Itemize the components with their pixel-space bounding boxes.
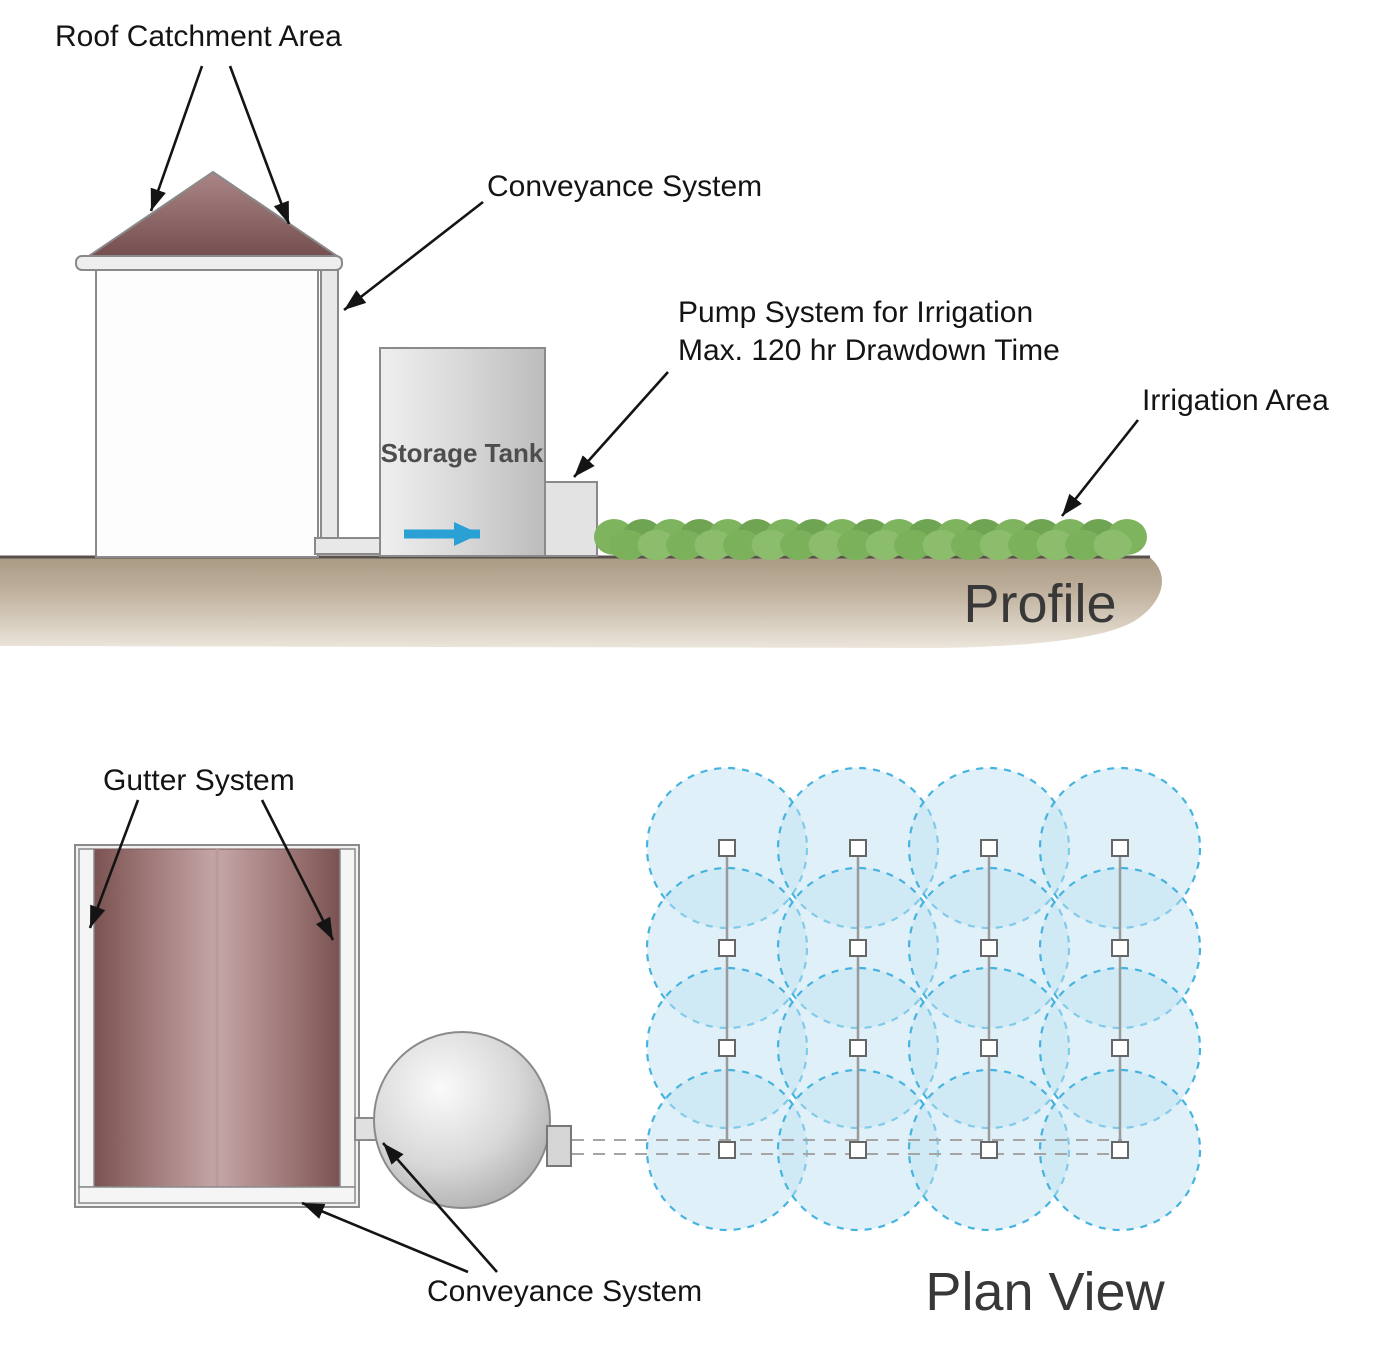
arrow-roof-catchment-left xyxy=(149,65,204,212)
arrow-gutter-left xyxy=(88,799,140,929)
bush xyxy=(723,530,761,560)
sprinkler-heads xyxy=(718,839,1129,1159)
sprinkler-spray-circles xyxy=(645,766,1202,1232)
gutter-right xyxy=(339,848,356,1188)
arrow-conveyance-plan-2 xyxy=(382,1142,498,1273)
bush xyxy=(922,530,961,560)
sprinkler-head xyxy=(849,839,867,857)
arrow-gutter-right xyxy=(260,799,335,941)
sprinkler-head xyxy=(980,1039,998,1057)
label-pump-line2: Max. 120 hr Drawdown Time xyxy=(678,334,1060,367)
bush xyxy=(609,530,647,560)
bush xyxy=(894,530,932,560)
gutter-bottom xyxy=(78,1186,356,1204)
bush xyxy=(951,530,989,560)
roof xyxy=(82,170,344,259)
pump-box xyxy=(544,481,598,557)
bush xyxy=(694,530,733,560)
sprinkler-head xyxy=(980,1141,998,1159)
plan-view: Gutter System Conveyance System Plan Vie… xyxy=(74,764,1202,1322)
sprinkler-head xyxy=(980,839,998,857)
irrigation-vegetation xyxy=(594,519,1147,560)
sprinkler-head xyxy=(718,1039,736,1057)
eave-gutter xyxy=(75,255,343,271)
profile-view: Storage Tank Roof Catchment Area Conveya… xyxy=(0,20,1329,648)
downspout-elbow xyxy=(314,537,384,555)
sprinkler-head xyxy=(1111,939,1129,957)
sprinkler-head xyxy=(849,939,867,957)
label-roof-catchment: Roof Catchment Area xyxy=(55,20,342,53)
storage-tank-plan xyxy=(373,1031,551,1209)
bush xyxy=(979,530,1018,560)
sprinkler-head xyxy=(849,1039,867,1057)
plan-view-title: Plan View xyxy=(925,1262,1165,1322)
sprinkler-head xyxy=(1111,839,1129,857)
downspout-pipe xyxy=(320,269,339,543)
building-wall xyxy=(95,269,319,558)
pump-outlet-plan xyxy=(546,1125,572,1167)
bush xyxy=(808,530,847,560)
bush xyxy=(865,530,904,560)
storage-tank-label: Storage Tank xyxy=(381,438,544,468)
arrow-conveyance-plan-1 xyxy=(301,1201,469,1274)
bush xyxy=(666,530,704,560)
profile-view-title: Profile xyxy=(963,574,1116,634)
arrow-roof-catchment-right xyxy=(228,65,291,225)
bush xyxy=(751,530,790,560)
sprinkler-head xyxy=(718,839,736,857)
label-conveyance-plan: Conveyance System xyxy=(427,1275,702,1308)
arrow-irrigation-area xyxy=(1060,419,1140,517)
label-irrigation-area: Irrigation Area xyxy=(1142,384,1329,417)
arrow-pump-system xyxy=(573,371,669,478)
bush xyxy=(1036,530,1075,560)
ground xyxy=(0,556,1162,648)
arrow-conveyance xyxy=(343,200,484,312)
label-gutter-system: Gutter System xyxy=(103,764,295,797)
bush xyxy=(837,530,875,560)
sprinkler-lateral-pipes xyxy=(725,848,1122,1150)
gutter-left xyxy=(78,848,95,1188)
storage-tank xyxy=(379,347,546,557)
sprinkler-head xyxy=(718,939,736,957)
sprinkler-head xyxy=(980,939,998,957)
bush xyxy=(1065,530,1103,560)
bush xyxy=(1008,530,1046,560)
bush xyxy=(637,530,676,560)
bush xyxy=(1093,530,1132,560)
sprinkler-head xyxy=(1111,1039,1129,1057)
label-pump-line1: Pump System for Irrigation xyxy=(678,296,1033,329)
sprinkler-head xyxy=(1111,1141,1129,1159)
sprinkler-head xyxy=(849,1141,867,1159)
sprinkler-head xyxy=(718,1141,736,1159)
label-conveyance-profile: Conveyance System xyxy=(487,170,762,203)
bush xyxy=(780,530,818,560)
